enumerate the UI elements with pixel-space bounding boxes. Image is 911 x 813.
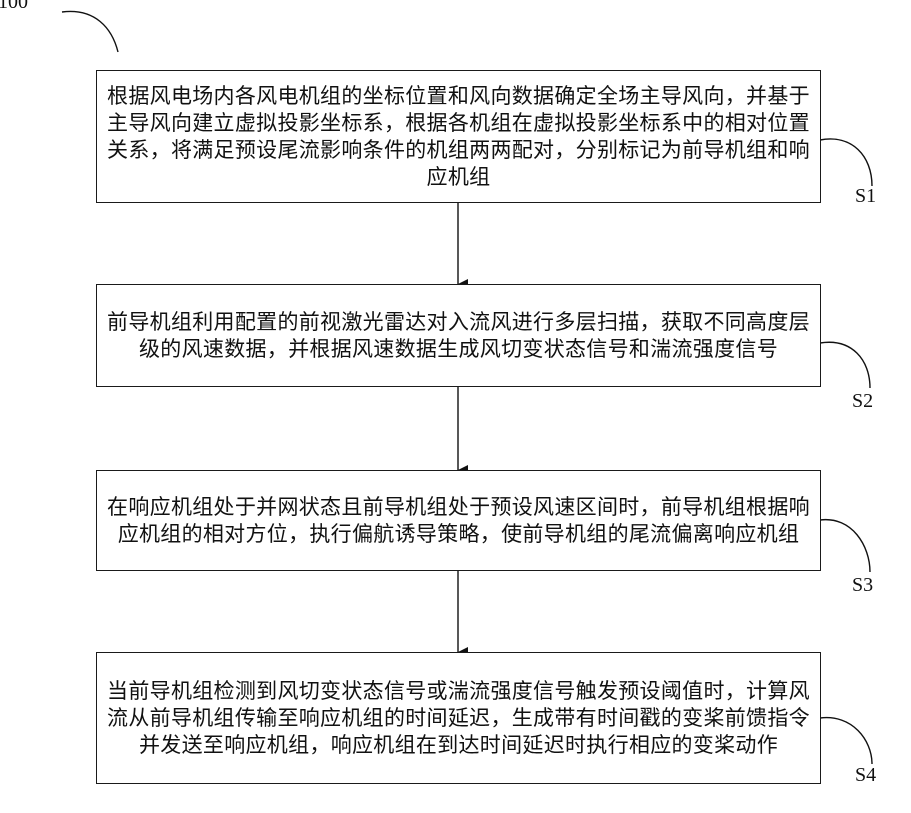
step-text-s3: 在响应机组处于并网状态且前导机组处于预设风速区间时，前导机组根据响应机组的相对方… bbox=[107, 494, 810, 548]
step-text-s1: 根据风电场内各风电机组的坐标位置和风向数据确定全场主导风向，并基于主导风向建立虚… bbox=[107, 83, 810, 191]
leader-line-s4 bbox=[820, 718, 872, 764]
leader-line-s3 bbox=[820, 520, 870, 572]
step-text-s4: 当前导机组检测到风切变状态信号或湍流强度信号触发预设阈值时，计算风流从前导机组传… bbox=[107, 678, 810, 759]
step-label-s3: S3 bbox=[852, 574, 873, 597]
leader-line-s1 bbox=[820, 139, 872, 186]
leader-line-s2 bbox=[820, 342, 870, 388]
figure-reference-label: 100 bbox=[0, 0, 28, 14]
step-label-s4: S4 bbox=[855, 764, 876, 787]
step-box-s1: 根据风电场内各风电机组的坐标位置和风向数据确定全场主导风向，并基于主导风向建立虚… bbox=[96, 70, 821, 203]
step-box-s3: 在响应机组处于并网状态且前导机组处于预设风速区间时，前导机组根据响应机组的相对方… bbox=[96, 470, 821, 571]
step-text-s2: 前导机组利用配置的前视激光雷达对入流风进行多层扫描，获取不同高度层级的风速数据，… bbox=[107, 309, 810, 363]
figure-label-leader-line bbox=[62, 11, 118, 52]
step-box-s4: 当前导机组检测到风切变状态信号或湍流强度信号触发预设阈值时，计算风流从前导机组传… bbox=[96, 652, 821, 784]
step-box-s2: 前导机组利用配置的前视激光雷达对入流风进行多层扫描，获取不同高度层级的风速数据，… bbox=[96, 284, 821, 387]
step-label-s2: S2 bbox=[852, 390, 873, 413]
step-label-s1: S1 bbox=[855, 185, 876, 208]
